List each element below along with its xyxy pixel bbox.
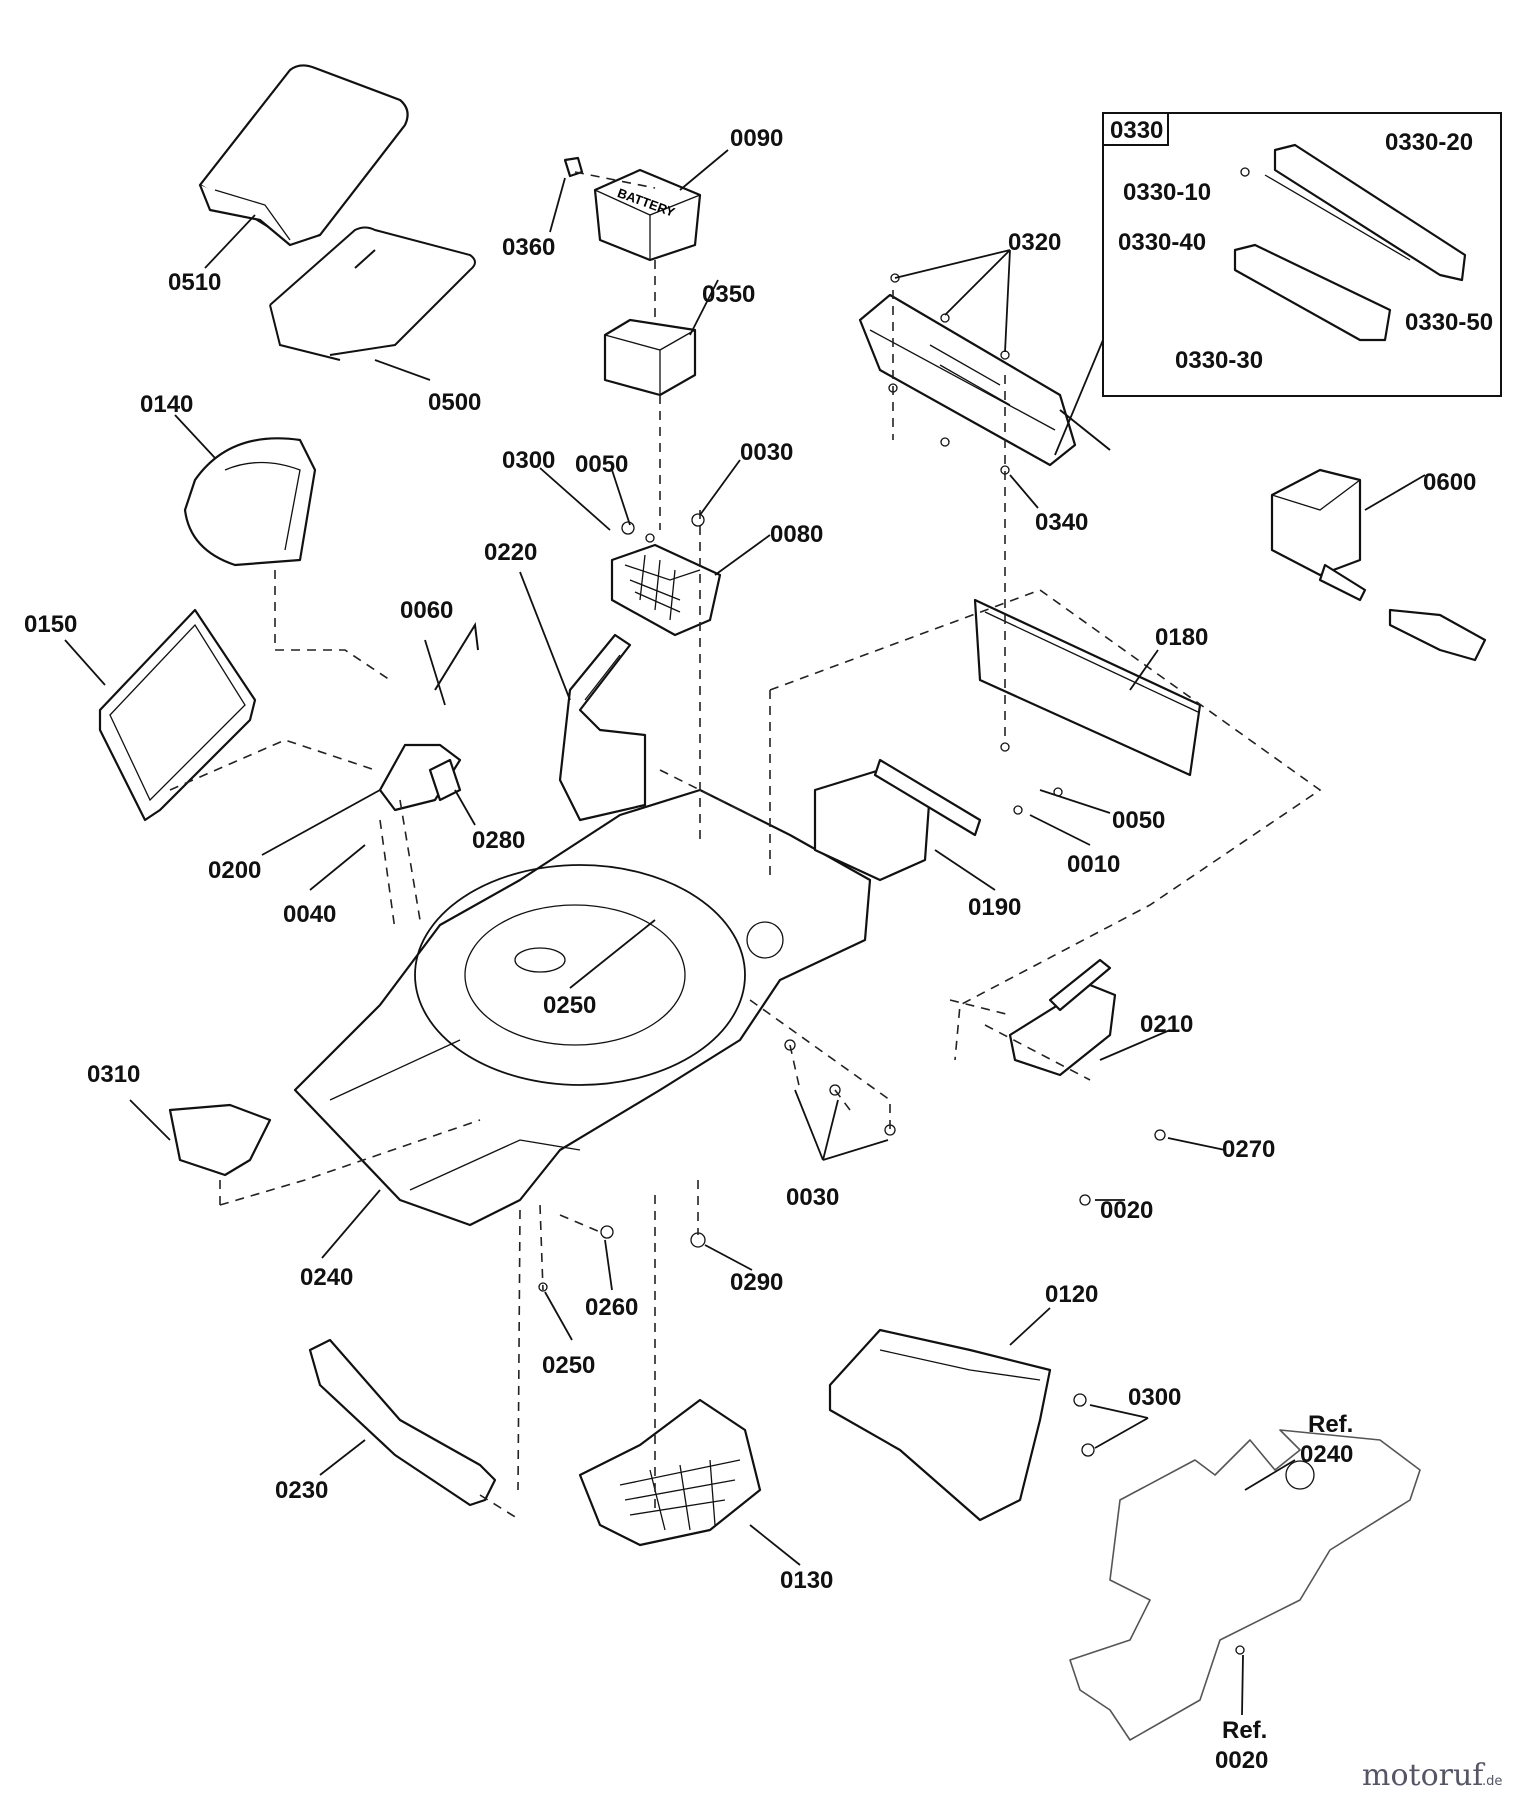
label-0210: 0210 — [1140, 1011, 1193, 1038]
label-ref-b: Ref. — [1222, 1717, 1267, 1744]
leader-lines — [64, 149, 1426, 1716]
label-0230: 0230 — [275, 1477, 328, 1504]
label-0310: 0310 — [87, 1061, 140, 1088]
label-0350: 0350 — [702, 281, 755, 308]
label-0300-b: 0300 — [1128, 1384, 1181, 1411]
rear-flap-part — [98, 608, 257, 822]
label-0200: 0200 — [208, 857, 261, 884]
control-assembly-part — [378, 622, 479, 812]
baffle-part — [308, 1338, 497, 1507]
inset-box-0330 — [1102, 112, 1502, 397]
label-0330-10: 0330-10 — [1123, 179, 1211, 206]
label-0060: 0060 — [400, 597, 453, 624]
watermark-tld: .de — [1482, 1774, 1502, 1789]
label-0030-b: 0030 — [786, 1184, 839, 1211]
label-0190: 0190 — [968, 894, 1021, 921]
label-0010: 0010 — [1067, 851, 1120, 878]
label-0280: 0280 — [472, 827, 525, 854]
grass-bag-frame-part — [269, 226, 476, 361]
label-ref-0240: 0240 — [1300, 1441, 1353, 1468]
watermark-brand: motoruf — [1362, 1758, 1485, 1793]
label-0240: 0240 — [300, 1264, 353, 1291]
label-0130: 0130 — [780, 1567, 833, 1594]
grass-bag-part — [198, 64, 409, 247]
mower-deck-part — [293, 788, 872, 1227]
label-0020-a: 0020 — [1100, 1197, 1153, 1224]
label-0600: 0600 — [1423, 469, 1476, 496]
label-0510: 0510 — [168, 269, 221, 296]
label-ref-0020: 0020 — [1215, 1747, 1268, 1774]
charger-part — [1270, 468, 1487, 662]
label-ref-a: Ref. — [1308, 1411, 1353, 1438]
label-0050-b: 0050 — [1112, 807, 1165, 834]
battery-tray-part — [610, 543, 722, 637]
rear-guard-edge — [984, 611, 1199, 713]
label-0140: 0140 — [140, 391, 193, 418]
label-0260: 0260 — [585, 1294, 638, 1321]
label-0220: 0220 — [484, 539, 537, 566]
label-0270: 0270 — [1222, 1136, 1275, 1163]
inset-connector-line — [1054, 339, 1104, 456]
side-chute-part — [183, 437, 317, 567]
rear-height-adjuster-part — [1008, 958, 1117, 1077]
label-0340: 0340 — [1035, 509, 1088, 536]
label-0300-a: 0300 — [502, 447, 555, 474]
mulch-insert-part — [578, 1398, 762, 1547]
label-0250-a: 0250 — [543, 992, 596, 1019]
label-0330-40: 0330-40 — [1118, 229, 1206, 256]
height-adjuster-part — [558, 633, 647, 822]
clip-part — [563, 156, 584, 178]
explode-lines — [169, 171, 1322, 1521]
label-0330-30: 0330-30 — [1175, 347, 1263, 374]
label-0290: 0290 — [730, 1269, 783, 1296]
rear-bracket-part — [813, 758, 982, 882]
label-0360: 0360 — [502, 234, 555, 261]
label-0040: 0040 — [283, 901, 336, 928]
reference-deck-cutaway — [1069, 1429, 1421, 1741]
callout-labels: 0510 0500 0090 0360 0350 0330 0330-10 03… — [24, 117, 1493, 1774]
battery-part — [603, 318, 697, 397]
label-0500: 0500 — [428, 389, 481, 416]
label-0330: 0330 — [1110, 117, 1163, 144]
rear-guard-part — [973, 598, 1202, 777]
watermark: motoruf .de — [1362, 1758, 1502, 1793]
mulch-plug-part — [828, 1328, 1052, 1522]
label-0080: 0080 — [770, 521, 823, 548]
label-0050-a: 0050 — [575, 451, 628, 478]
label-0250-b: 0250 — [542, 1352, 595, 1379]
handle-bracket-part — [858, 293, 1111, 467]
label-0120: 0120 — [1045, 1281, 1098, 1308]
label-0180: 0180 — [1155, 624, 1208, 651]
battery-cover-part: BATTERY — [593, 168, 702, 262]
label-0320: 0320 — [1008, 229, 1061, 256]
label-0030-a: 0030 — [740, 439, 793, 466]
front-cover-part — [168, 1103, 272, 1177]
label-0330-20: 0330-20 — [1385, 129, 1473, 156]
label-0150: 0150 — [24, 611, 77, 638]
label-0330-50: 0330-50 — [1405, 309, 1493, 336]
label-0090: 0090 — [730, 125, 783, 152]
